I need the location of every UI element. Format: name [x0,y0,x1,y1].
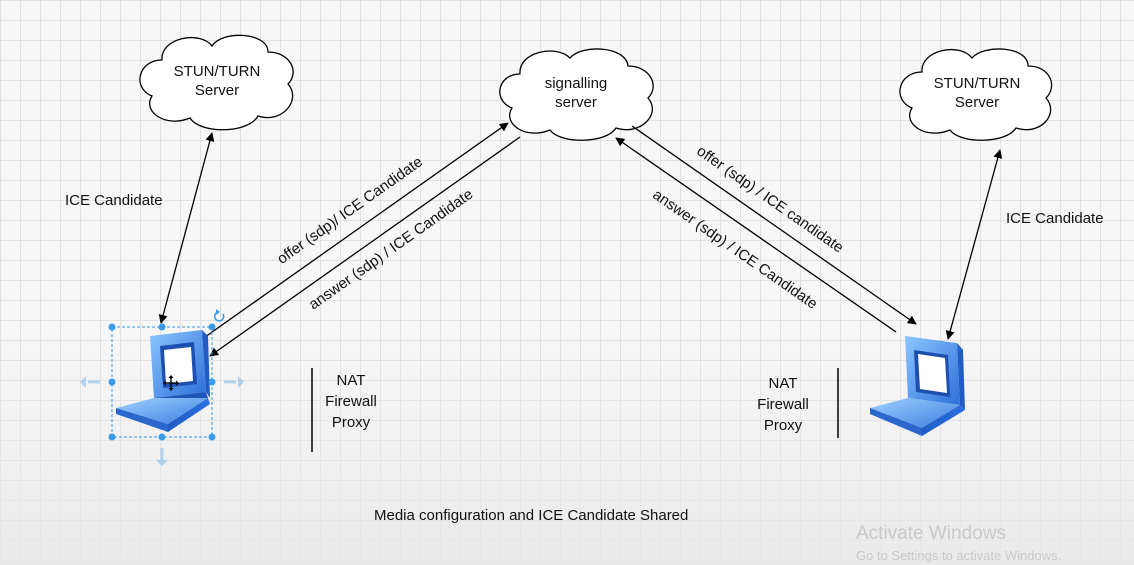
selection-handle[interactable] [158,323,166,331]
stun-right-line2: Server [954,94,1000,111]
signalling-line1: signalling [544,75,608,92]
ice-right-arrow[interactable] [945,149,1003,340]
activation-watermark-subtitle: Go to Settings to activate Windows. [856,548,1062,563]
move-cursor-icon [163,375,179,391]
rotate-icon[interactable] [213,309,225,322]
laptop-left-icon[interactable] [116,330,210,432]
nat-right-line1: NAT [768,375,798,392]
signalling-cloud-shape[interactable] [499,48,654,141]
diagram-caption: Media configuration and ICE Candidate Sh… [374,507,689,524]
answer-right-arrow[interactable] [615,137,897,333]
signalling-label: signalling server [521,74,631,112]
connect-arrow-down-icon[interactable] [156,448,168,466]
selection-handle[interactable] [158,433,166,441]
selection-handle[interactable] [108,378,116,386]
stun-left-line2: Server [194,82,240,99]
nat-left-line3: Proxy [331,414,371,431]
nat-right-label: NAT Firewall Proxy [748,373,818,436]
ice-left-label: ICE Candidate [65,192,163,209]
selection-box[interactable] [80,309,244,466]
selection-handle[interactable] [108,433,116,441]
answer-left-arrow[interactable] [209,136,521,357]
stun-right-line1: STUN/TURN [933,75,1021,92]
stun-left-label: STUN/TURN Server [162,62,272,100]
nat-right-line3: Proxy [763,417,803,434]
laptop-right-icon[interactable] [870,336,965,436]
selection-handle[interactable] [208,433,216,441]
connect-arrow-left-icon[interactable] [80,376,100,388]
selection-handle[interactable] [208,378,216,386]
stun-left-cloud-shape[interactable] [139,34,294,131]
ice-right-label: ICE Candidate [1006,210,1104,227]
nat-left-line1: NAT [336,372,366,389]
stun-right-cloud-shape[interactable] [899,48,1053,141]
offer-left-arrow[interactable] [197,122,509,343]
nat-right-line2: Firewall [757,396,809,413]
nat-left-label: NAT Firewall Proxy [316,370,386,433]
selection-handle[interactable] [208,323,216,331]
signalling-line2: server [555,94,597,111]
selection-handle[interactable] [108,323,116,331]
stun-left-line1: STUN/TURN [173,63,261,80]
activation-watermark-title: Activate Windows [856,523,1006,544]
ice-left-arrow[interactable] [158,132,215,324]
offer-right-arrow[interactable] [631,125,917,325]
stun-right-label: STUN/TURN Server [922,74,1032,112]
connect-arrow-right-icon[interactable] [224,376,244,388]
nat-left-line2: Firewall [325,393,377,410]
